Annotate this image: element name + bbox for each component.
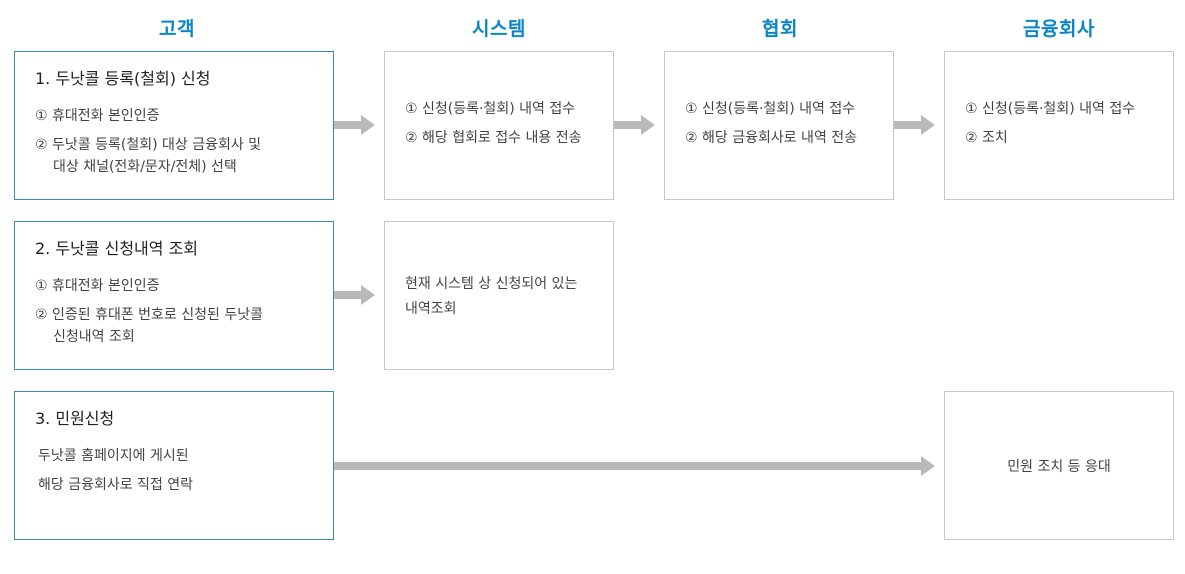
step-line: ② 해당 금융회사로 내역 전송 [685,130,858,146]
step-line: 민원 조치 등 응대 [1007,458,1111,475]
system-step-inquiry: 현재 시스템 상 신청되어 있는 내역조회 [384,221,614,370]
step-line: ② 인증된 휴대폰 번호로 신청된 두낫콜 [35,307,264,323]
step-title: 3. 민원신청 [35,409,115,428]
step-title: 1. 두낫콜 등록(철회) 신청 [35,69,211,88]
column-header-system: 시스템 [472,18,526,40]
step-line: ② 조치 [965,130,1008,146]
step-line: 신청내역 조회 [53,329,135,345]
flow-arrow [334,115,375,135]
step-line: ① 휴대전화 본인인증 [35,108,160,124]
column-header-association: 협회 [762,18,798,40]
step-line: 내역조회 [405,301,457,317]
financial-step-register: ① 신청(등록·철회) 내역 접수 ② 조치 [944,51,1174,200]
flow-arrow [334,285,375,305]
customer-step-inquiry: 2. 두낫콜 신청내역 조회 ① 휴대전화 본인인증 ② 인증된 휴대폰 번호로… [14,221,334,370]
step-line: 두낫콜 홈페이지에 게시된 [38,448,189,464]
system-step-register: ① 신청(등록·철회) 내역 접수 ② 해당 협회로 접수 내용 전송 [384,51,614,200]
financial-step-complaint: 민원 조치 등 응대 [944,391,1174,540]
step-line: ① 휴대전화 본인인증 [35,278,160,294]
step-line: ① 신청(등록·철회) 내역 접수 [405,101,576,117]
customer-step-complaint: 3. 민원신청 두낫콜 홈페이지에 게시된 해당 금융회사로 직접 연락 [14,391,334,540]
flow-arrow-long [334,456,935,476]
step-line: 해당 금융회사로 직접 연락 [38,477,194,493]
step-line: 현재 시스템 상 신청되어 있는 [405,276,578,292]
flow-arrow [894,115,935,135]
association-step-register: ① 신청(등록·철회) 내역 접수 ② 해당 금융회사로 내역 전송 [664,51,894,200]
step-line: 대상 채널(전화/문자/전체) 선택 [53,159,237,175]
step-line: ② 해당 협회로 접수 내용 전송 [405,130,582,146]
column-header-financial: 금융회사 [1023,18,1095,40]
step-line: ① 신청(등록·철회) 내역 접수 [685,101,856,117]
flow-arrow [614,115,655,135]
step-line: ① 신청(등록·철회) 내역 접수 [965,101,1136,117]
column-header-customer: 고객 [159,18,195,40]
customer-step-register: 1. 두낫콜 등록(철회) 신청 ① 휴대전화 본인인증 ② 두낫콜 등록(철회… [14,51,334,200]
step-title: 2. 두낫콜 신청내역 조회 [35,239,199,258]
step-line: ② 두낫콜 등록(철회) 대상 금융회사 및 [35,137,262,153]
